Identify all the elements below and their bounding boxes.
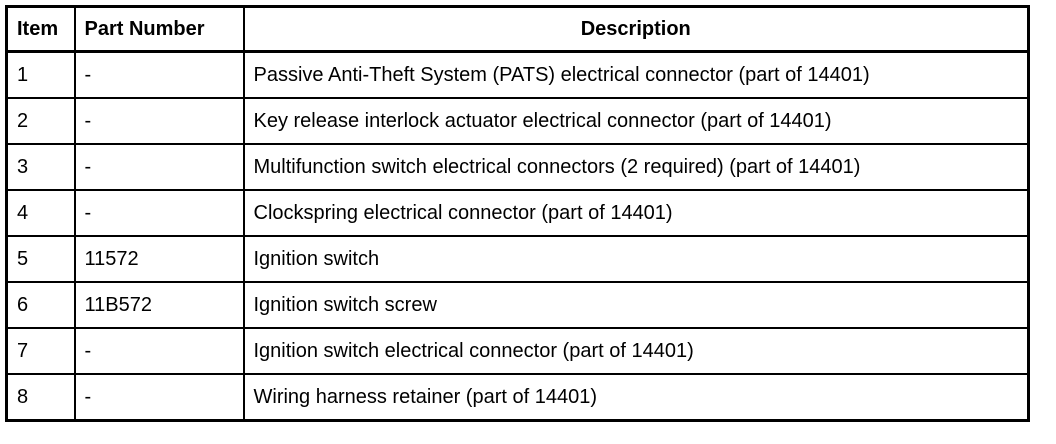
column-header-item: Item	[6, 6, 76, 53]
column-header-description: Description	[243, 6, 1029, 53]
cell-part-number: 11B572	[74, 282, 245, 329]
cell-part-number: -	[74, 190, 245, 237]
table-body: 1 - Passive Anti-Theft System (PATS) ele…	[6, 51, 1029, 421]
table-row: 4 - Clockspring electrical connector (pa…	[6, 190, 1029, 237]
table-header-row: Item Part Number Description	[6, 6, 1029, 53]
table-row: 6 11B572 Ignition switch screw	[6, 282, 1029, 329]
cell-item: 6	[6, 282, 76, 329]
parts-list-table: Item Part Number Description 1 - Passive…	[5, 5, 1030, 422]
cell-item: 8	[6, 374, 76, 421]
cell-description: Key release interlock actuator electrica…	[243, 98, 1029, 145]
cell-item: 7	[6, 328, 76, 375]
cell-description: Ignition switch	[243, 236, 1029, 283]
table-row: 7 - Ignition switch electrical connector…	[6, 328, 1029, 375]
cell-part-number: -	[74, 51, 245, 99]
cell-description: Ignition switch electrical connector (pa…	[243, 328, 1029, 375]
column-header-part-number: Part Number	[74, 6, 245, 53]
cell-description: Clockspring electrical connector (part o…	[243, 190, 1029, 237]
cell-part-number: -	[74, 144, 245, 191]
cell-part-number: -	[74, 98, 245, 145]
table-row: 8 - Wiring harness retainer (part of 144…	[6, 374, 1029, 421]
table-row: 3 - Multifunction switch electrical conn…	[6, 144, 1029, 191]
table-row: 2 - Key release interlock actuator elect…	[6, 98, 1029, 145]
cell-part-number: -	[74, 374, 245, 421]
cell-description: Ignition switch screw	[243, 282, 1029, 329]
table-row: 1 - Passive Anti-Theft System (PATS) ele…	[6, 51, 1029, 99]
cell-description: Passive Anti-Theft System (PATS) electri…	[243, 51, 1029, 99]
cell-item: 3	[6, 144, 76, 191]
cell-item: 2	[6, 98, 76, 145]
table-row: 5 11572 Ignition switch	[6, 236, 1029, 283]
cell-description: Multifunction switch electrical connecto…	[243, 144, 1029, 191]
cell-part-number: 11572	[74, 236, 245, 283]
cell-description: Wiring harness retainer (part of 14401)	[253, 386, 598, 408]
table-header: Item Part Number Description	[6, 6, 1029, 53]
cell-item: 4	[6, 190, 76, 237]
cell-item: 5	[6, 236, 76, 283]
cell-item: 1	[6, 51, 76, 99]
cell-part-number: -	[74, 328, 245, 375]
